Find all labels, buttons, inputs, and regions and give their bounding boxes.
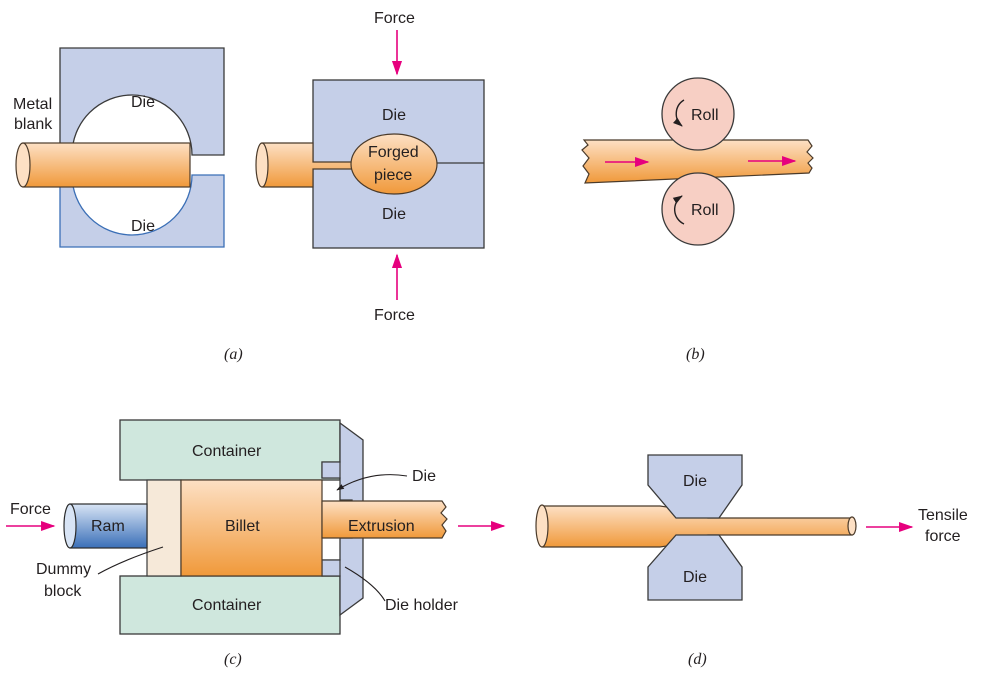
die-c-label: Die (412, 468, 436, 485)
rolled-workpiece (581, 139, 814, 184)
container-top (119, 419, 341, 481)
panel-a-forging: Metal blank Die Die Die Die Forged piece… (13, 10, 485, 363)
panel-c-extrusion: Container Container Force Ram Billet Ext… (6, 419, 506, 668)
die-holder-leader (344, 566, 386, 602)
caption-a: (a) (224, 346, 243, 363)
extrusion-label: Extrusion (348, 518, 415, 535)
caption-c: (c) (224, 651, 242, 668)
forged-piece (255, 133, 438, 195)
die-bottom-right-label: Die (382, 206, 406, 223)
panel-b-rolling: Roll Roll (b) (581, 77, 814, 363)
dummy-block-label-1: Dummy (36, 561, 91, 578)
roll-top-label: Roll (691, 107, 719, 124)
caption-d: (d) (688, 651, 707, 668)
metal-blank-label-2: blank (14, 116, 53, 133)
die-bottom-label: Die (131, 218, 155, 235)
caption-b: (b) (686, 346, 705, 363)
billet (180, 479, 323, 577)
force-top-label: Force (374, 10, 415, 27)
roll-bottom-rotation-icon (672, 195, 685, 225)
tensile-label-1: Tensile (918, 507, 968, 524)
metal-blank-label-1: Metal (13, 96, 52, 113)
container-bottom-label: Container (192, 597, 262, 614)
roll-bottom-label: Roll (691, 202, 719, 219)
ram-label: Ram (91, 518, 125, 535)
roll-top-rotation-icon (673, 99, 685, 127)
container-top-label: Container (192, 443, 262, 460)
die-top-right-label: Die (382, 107, 406, 124)
panel-d-drawing: Die Die Tensile force (d) (535, 454, 968, 668)
die-top-label: Die (131, 94, 155, 111)
force-c-label: Force (10, 501, 51, 518)
roll-bottom (661, 172, 735, 246)
forged-piece-label-1: Forged (368, 144, 419, 161)
die-d-top-label: Die (683, 473, 707, 490)
forged-piece-label-2: piece (374, 167, 412, 184)
die-holder-label: Die holder (385, 597, 459, 614)
extrusion (321, 500, 448, 539)
die-d-bottom-label: Die (683, 569, 707, 586)
dummy-block-leader (97, 546, 164, 575)
dummy-block (146, 479, 182, 577)
die-bottom-left (59, 174, 225, 248)
ram (63, 503, 148, 549)
drawing-die-top (647, 454, 743, 519)
die-leader (336, 474, 408, 491)
dummy-block-label-2: block (44, 583, 82, 600)
die-insert-top (321, 461, 341, 479)
die-top-left (59, 47, 225, 156)
force-bottom-label: Force (374, 307, 415, 324)
tensile-label-2: force (925, 528, 961, 545)
die-insert-bottom (321, 559, 341, 577)
roll-top (661, 77, 735, 151)
metal-blank (15, 142, 191, 188)
container-bottom (119, 575, 341, 635)
billet-label: Billet (225, 518, 260, 535)
drawing-die-bottom (647, 534, 743, 601)
